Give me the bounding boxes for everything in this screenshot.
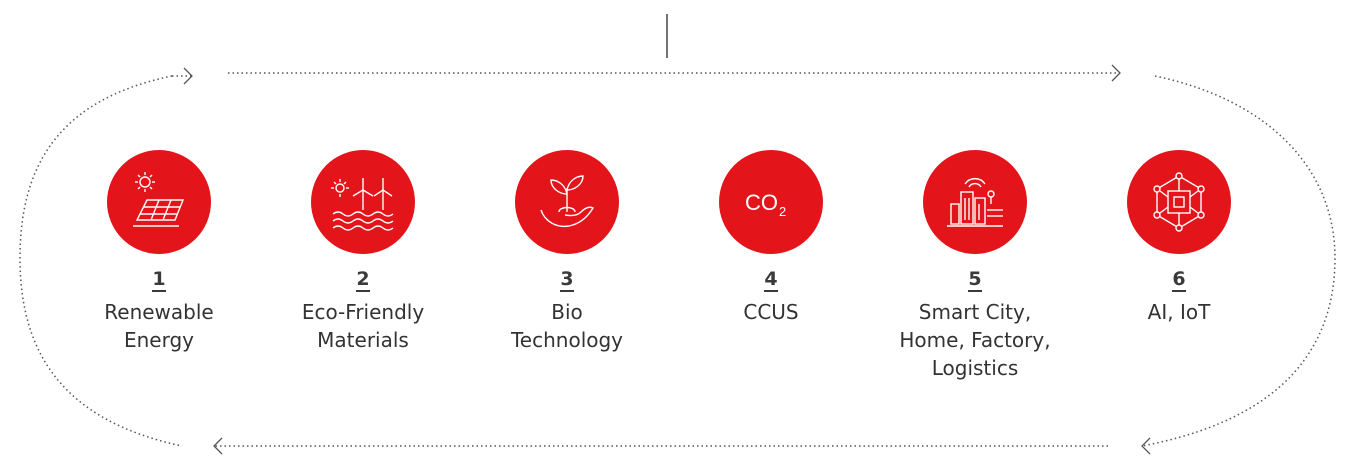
item-ai-iot: 6 AI, IoT xyxy=(1079,150,1279,326)
item-number: 6 xyxy=(1172,268,1186,292)
icon-circle xyxy=(923,150,1027,254)
item-ccus: CO 2 4 CCUS xyxy=(671,150,871,326)
item-label: AI, IoT xyxy=(1147,300,1211,324)
icon-circle xyxy=(515,150,619,254)
item-label: Eco-Friendly Materials xyxy=(301,300,425,352)
left-curve xyxy=(19,75,183,447)
item-number: 5 xyxy=(968,268,982,292)
network-chip-icon xyxy=(1153,172,1205,232)
item-smart-city: 5 Smart City, Home, Factory, Logistics xyxy=(875,150,1075,382)
top-center-arrowhead xyxy=(1111,64,1121,82)
item-label: Bio Technology xyxy=(510,300,624,352)
item-label: CCUS xyxy=(743,300,799,324)
sprout-hand-icon xyxy=(540,175,594,228)
top-left-arrowhead xyxy=(183,67,193,85)
wind-turbine-icon xyxy=(331,178,394,231)
item-renewable-energy: 1 Renewable Energy xyxy=(59,150,259,354)
item-number: 2 xyxy=(356,268,370,292)
item-label: Renewable Energy xyxy=(104,300,214,352)
icon-circle xyxy=(311,150,415,254)
icon-circle: CO 2 xyxy=(719,150,823,254)
solar-panel-icon xyxy=(133,172,185,227)
item-bio-technology: 3 Bio Technology xyxy=(467,150,667,354)
bottom-right-arrowhead xyxy=(1141,437,1151,455)
item-number: 4 xyxy=(764,268,778,292)
item-number: 1 xyxy=(152,268,166,292)
smart-city-icon xyxy=(947,178,1003,227)
co2-text: CO xyxy=(745,190,778,215)
co2-subscript: 2 xyxy=(779,204,786,219)
icon-circle xyxy=(1127,150,1231,254)
right-curve xyxy=(1141,75,1336,447)
bottom-center-arrowhead xyxy=(213,437,223,455)
item-number: 3 xyxy=(560,268,574,292)
icon-circle xyxy=(107,150,211,254)
item-label: Smart City, Home, Factory, Logistics xyxy=(899,300,1051,380)
item-eco-friendly-materials: 2 Eco-Friendly Materials xyxy=(263,150,463,354)
co2-icon: CO 2 xyxy=(745,190,786,219)
